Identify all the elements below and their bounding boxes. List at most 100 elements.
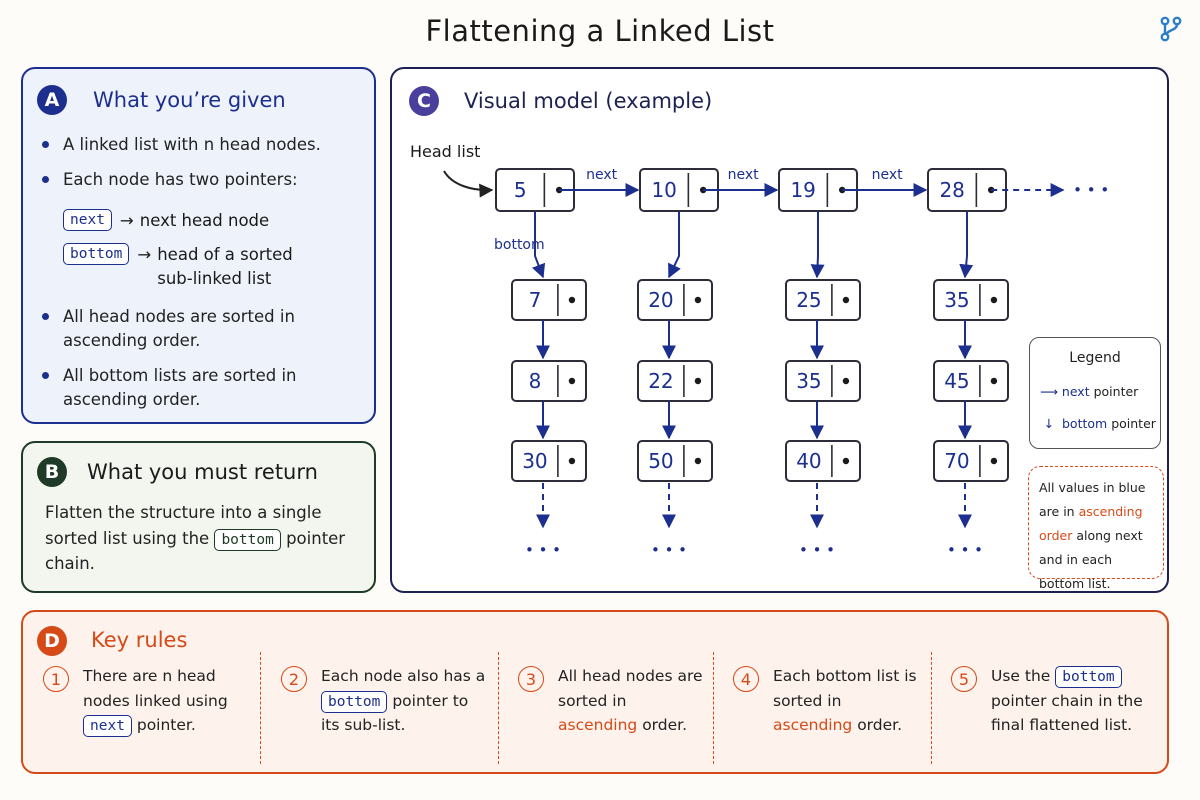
- rule-text: Each bottom list is sorted in ascending …: [773, 664, 921, 738]
- rule-text-part: order.: [642, 716, 688, 734]
- panel-d-title: Key rules: [91, 628, 188, 652]
- rule-2: 2 Each node also has a bottom pointer to…: [281, 664, 491, 764]
- branch-icon: [1160, 16, 1182, 42]
- badge-d: D: [37, 626, 67, 656]
- bottom-arrow: [531, 211, 546, 279]
- bottom-node-30-value: 30: [522, 449, 547, 473]
- rule-text-part: pointer chain in the final flattened lis…: [991, 691, 1143, 735]
- bottom-node-45-box: [933, 360, 1009, 402]
- bottom-node-20-value: 20: [648, 288, 673, 312]
- bottom-node-7-pointer-dot: [568, 296, 576, 304]
- next-tag: next: [83, 715, 132, 737]
- bottom-node-7-box: [511, 279, 587, 321]
- rule-number: 4: [733, 666, 759, 692]
- down-arrow-icon: ↓: [1043, 416, 1055, 431]
- bullet-bottoms-sorted: All bottom lists are sorted in ascending…: [41, 364, 361, 412]
- bottom-node-35-box: [933, 279, 1009, 321]
- bottom-tag: bottom: [1055, 666, 1122, 688]
- rule-highlight: ascending: [558, 716, 638, 734]
- rule-3: 3 All head nodes are sorted in ascending…: [518, 664, 708, 764]
- note-text: along next and in each bottom list.: [1039, 528, 1143, 591]
- rule-divider: [713, 652, 714, 764]
- bottom-desc: head of a sorted sub-linked list: [157, 245, 293, 288]
- bottom-node-40-box: [785, 440, 861, 482]
- head-node-10-value: 10: [651, 178, 676, 202]
- panel-b-title: What you must return: [87, 460, 318, 484]
- next-label: next: [728, 167, 760, 183]
- bottom-arrow: [668, 211, 681, 279]
- rule-text-part: All head nodes are sorted in: [558, 667, 703, 710]
- rule-divider: [260, 652, 261, 764]
- rule-highlight: ascending: [773, 716, 853, 734]
- bottom-node-50-pointer-dot: [694, 457, 702, 465]
- rule-number: 5: [951, 666, 977, 692]
- legend-title: Legend: [1069, 350, 1121, 366]
- bottom-node-35-value: 35: [796, 369, 821, 393]
- rule-4: 4 Each bottom list is sorted in ascendin…: [733, 664, 923, 764]
- bottom-node-50: 50: [637, 440, 713, 482]
- bullet-two-pointers: Each node has two pointers:: [41, 168, 361, 192]
- return-text: pointer chain.: [45, 528, 346, 574]
- pointer-definitions: next → next head node bottom → head of a…: [63, 203, 363, 299]
- head-list-label: Head list: [410, 142, 480, 161]
- page-title: Flattening a Linked List: [425, 14, 775, 48]
- bottom-node-70-pointer-dot: [990, 457, 998, 465]
- bottom-node-20-pointer-dot: [694, 296, 702, 304]
- bottom-pointer-row: bottom → head of a sorted sub-linked lis…: [63, 243, 363, 291]
- bullet-heads-sorted: All head nodes are sorted in ascending o…: [41, 305, 361, 353]
- head-node-28-value: 28: [939, 178, 964, 202]
- bullet-head-nodes: A linked list with n head nodes.: [41, 133, 361, 157]
- bottom-node-70-value: 70: [944, 449, 969, 473]
- badge-a: A: [37, 85, 67, 115]
- bottom-node-25-box: [785, 279, 861, 321]
- bottom-tag: bottom: [63, 243, 130, 265]
- rule-text-part: There are n head nodes linked using: [83, 667, 228, 710]
- rule-text: Each node also has a bottom pointer to i…: [321, 664, 486, 738]
- badge-b: B: [37, 457, 67, 487]
- rule-1: 1 There are n head nodes linked using ne…: [43, 664, 243, 764]
- next-desc: next head node: [139, 211, 270, 230]
- ellipsis-down: • • •: [947, 541, 983, 559]
- rule-divider: [931, 652, 932, 764]
- head-node-28: 28: [927, 168, 1007, 212]
- return-text: Flatten the structure into a single sort…: [45, 503, 322, 548]
- bottom-node-30-box: [511, 440, 587, 482]
- note-highlight: ascending order: [1039, 504, 1143, 543]
- rule-number: 3: [518, 666, 544, 692]
- bottom-node-22-pointer-dot: [694, 377, 702, 385]
- ellipsis-down: • • •: [799, 541, 835, 559]
- bottom-label: bottom: [494, 237, 545, 253]
- head-node-5-value: 5: [514, 178, 527, 202]
- legend-next-word: next: [1061, 384, 1090, 399]
- bottom-node-35-value: 35: [944, 288, 969, 312]
- panel-whats-given: A What you’re given A linked list with n…: [21, 67, 376, 424]
- next-tag: next: [63, 209, 112, 231]
- next-label: next: [586, 167, 618, 183]
- panel-c-title: Visual model (example): [464, 89, 713, 113]
- bottom-node-22-box: [637, 360, 713, 402]
- bullet-text: All head nodes are sorted in ascending o…: [63, 307, 295, 350]
- bullet-text: Each node has two pointers:: [63, 170, 298, 189]
- bottom-node-45-pointer-dot: [990, 377, 998, 385]
- bottom-node-25-pointer-dot: [842, 296, 850, 304]
- rule-text-part: pointer.: [136, 716, 196, 734]
- arrow-icon: →: [119, 211, 134, 230]
- legend-pointer-word: pointer: [1093, 384, 1139, 399]
- bottom-node-70-box: [933, 440, 1009, 482]
- rule-text: All head nodes are sorted in ascending o…: [558, 664, 703, 738]
- panel-a-title: What you’re given: [93, 88, 286, 112]
- head-node-19-value: 19: [790, 178, 815, 202]
- bottom-node-35: 35: [785, 360, 861, 402]
- bottom-tag: bottom: [321, 690, 388, 713]
- rule-number: 2: [281, 666, 307, 692]
- bottom-node-30-pointer-dot: [568, 457, 576, 465]
- bottom-tag: bottom: [214, 528, 281, 551]
- bottom-node-40: 40: [785, 440, 861, 482]
- legend-bottom-word: bottom: [1061, 416, 1108, 431]
- rule-text: There are n head nodes linked using next…: [83, 664, 233, 738]
- bottom-node-35-box: [785, 360, 861, 402]
- bottom-node-7-value: 7: [529, 288, 542, 312]
- ascending-note: All values in blue are in ascending orde…: [1028, 466, 1164, 591]
- bottom-node-25: 25: [785, 279, 861, 321]
- rule-text-part: Each bottom list is sorted in: [773, 667, 917, 710]
